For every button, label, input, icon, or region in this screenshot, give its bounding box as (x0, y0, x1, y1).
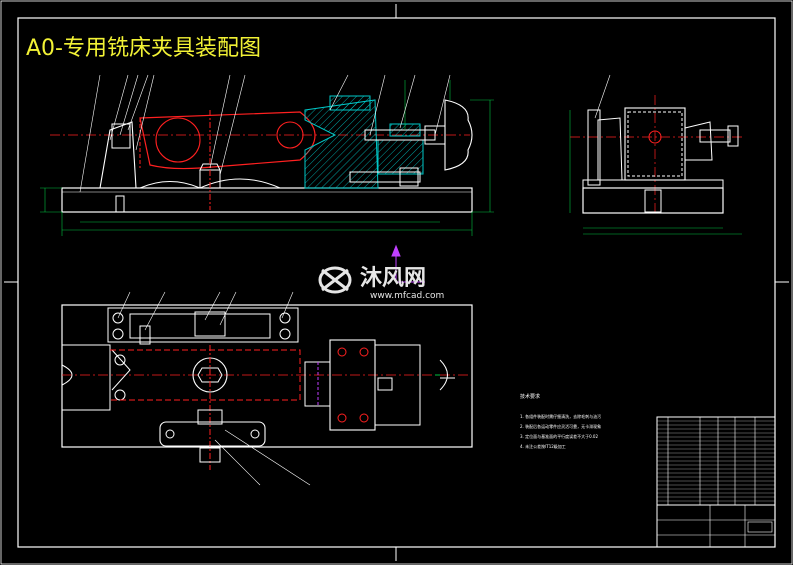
watermark-url: www.mfcad.com (370, 291, 444, 301)
side-view (569, 74, 745, 235)
technical-note-line: 4. 未注公差按IT12级加工 (520, 443, 566, 449)
watermark: 沐风网 www.mfcad.com (318, 266, 444, 301)
technical-note-line: 2. 装配后各运动零件应灵活可靠，无卡滞现象 (520, 423, 601, 429)
watermark-name: 沐风网 (360, 266, 426, 291)
technical-note-line: 3. 定位面与基准面的平行度误差不大于0.02 (520, 433, 598, 439)
front-view (40, 74, 494, 236)
watermark-logo-icon (318, 266, 352, 294)
technical-notes-heading: 技术要求 (520, 393, 540, 400)
drawing-title: A0-专用铣床夹具装配图 (26, 36, 261, 61)
top-view (61, 244, 473, 486)
parts-list-rows (657, 420, 775, 502)
technical-note-line: 1. 各组件装配时需仔细清洗，去除毛刺与油污 (520, 413, 601, 419)
technical-notes: 技术要求 1. 各组件装配时需仔细清洗，去除毛刺与油污 2. 装配后各运动零件应… (520, 393, 601, 449)
